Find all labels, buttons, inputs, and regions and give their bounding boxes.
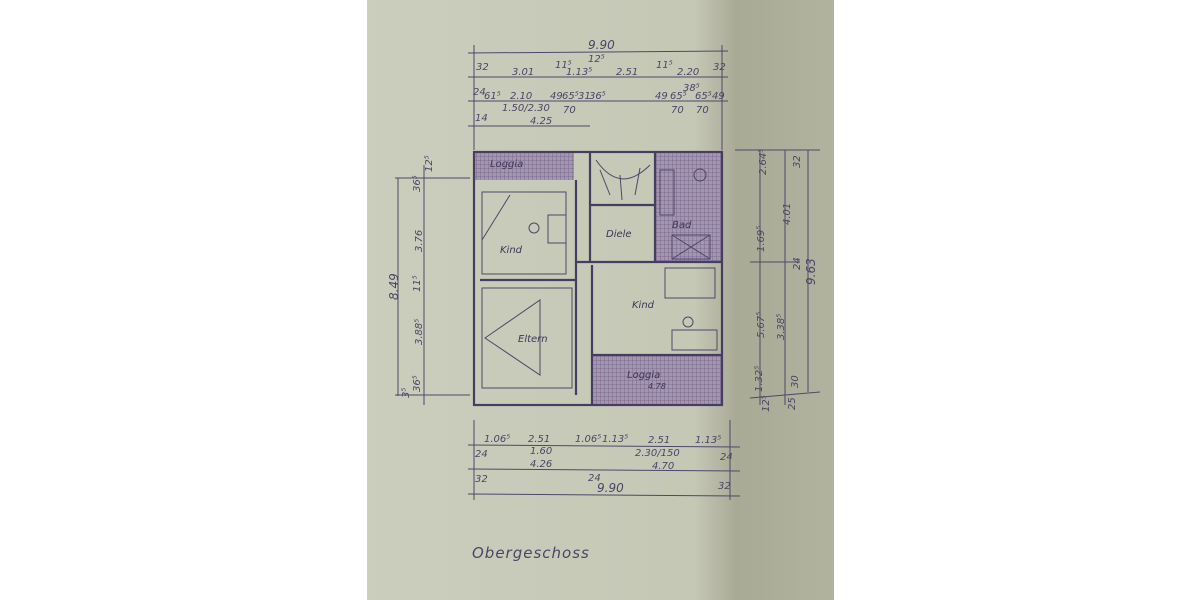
dimension-label: 32 xyxy=(713,62,726,73)
dimension-label: 3⁵ xyxy=(401,388,412,398)
dimension-label: 9.63 xyxy=(804,258,818,285)
dimension-label: 1.69⁵ xyxy=(756,226,767,252)
dimension-label: 36⁵ xyxy=(412,375,423,392)
dimension-label: 25 xyxy=(787,397,798,410)
dimension-label: 38⁵ xyxy=(683,83,700,94)
dimension-label: 32 xyxy=(475,474,488,485)
dimension-label: 4.25 xyxy=(530,116,552,127)
dimension-label: 11⁵ xyxy=(656,60,673,71)
dimension-label: 12⁵ xyxy=(761,395,772,412)
dimension-label: 49 xyxy=(550,91,563,102)
dimension-label: 12⁵ xyxy=(588,54,605,65)
dimension-label: 32 xyxy=(718,481,731,492)
dimension-label: 1.13⁵ xyxy=(695,435,721,446)
room-label-kind-right: Kind xyxy=(632,300,655,311)
right-dimensions: 2.64⁵ 32 4.01 1.69⁵ 24 9.63 5.67⁵ 3.38⁵ … xyxy=(754,149,818,412)
dimension-label: 2.51 xyxy=(648,435,670,446)
dimension-label: 65⁵ xyxy=(562,91,579,102)
dimension-label: 9.90 xyxy=(588,38,615,52)
left-dimensions: 8.49 12⁵ 36⁵ 3.76 11⁵ 3.88⁵ 36⁵ 3⁵ xyxy=(387,155,435,398)
room-label-diele: Diele xyxy=(606,229,632,240)
dimension-label: 31 xyxy=(578,91,591,102)
dimension-label: 3.88⁵ xyxy=(414,319,425,345)
dimension-label: 2.51 xyxy=(616,67,638,78)
room-label-bad: Bad xyxy=(672,220,692,231)
dimension-label: 2.30/150 xyxy=(635,448,680,459)
dimension-label: 8.49 xyxy=(387,273,401,300)
dimension-label: 3.38⁵ xyxy=(776,314,787,340)
dimension-label: 3.01 xyxy=(512,67,534,78)
dimension-label: 70 xyxy=(671,105,684,116)
dimension-label: 1.50/2.30 xyxy=(502,103,550,114)
paper-sheet xyxy=(367,0,834,600)
dimension-label: 1.13⁵ xyxy=(566,67,592,78)
dimension-label: 9.90 xyxy=(597,481,624,495)
bottom-dimensions: 1.06⁵ 2.51 1.06⁵ 1.13⁵ 2.51 1.13⁵ 1.60 2… xyxy=(475,434,733,495)
dimension-label: 2.10 xyxy=(510,91,532,102)
dimension-label: 61⁵ xyxy=(484,91,501,102)
dimension-label: 3.76 xyxy=(414,230,425,252)
dimension-label: 1.06⁵ xyxy=(575,434,601,445)
dimension-label: 14 xyxy=(475,113,488,124)
dimension-label: 24 xyxy=(473,87,486,98)
dimension-label: 11⁵ xyxy=(412,275,423,292)
room-label-loggia-top: Loggia xyxy=(490,159,523,170)
drawing-title: Obergeschoss xyxy=(472,544,590,562)
dimension-label: 49 xyxy=(655,91,668,102)
dimension-lines xyxy=(395,45,821,500)
room-label-loggia-bottom: Loggia xyxy=(627,370,660,381)
dimension-label: 65⁵ xyxy=(670,91,687,102)
dimension-label: 2.51 xyxy=(528,434,550,445)
dimension-label: 70 xyxy=(563,105,576,116)
dimension-label: 11⁵ xyxy=(555,60,572,71)
dimension-label: 65⁵ xyxy=(695,91,712,102)
dimension-label: 1.32⁵ xyxy=(754,366,765,392)
dimension-label: 30 xyxy=(790,375,801,388)
dimension-label: 49 xyxy=(712,91,725,102)
dimension-label: 2.64⁵ xyxy=(758,149,769,175)
dimension-label: 4.01 xyxy=(782,203,793,225)
dimension-label: 1.13⁵ xyxy=(602,434,628,445)
dimension-label: 70 xyxy=(696,105,709,116)
dimension-label: 2.20 xyxy=(677,67,699,78)
dimension-label: 1.06⁵ xyxy=(484,434,510,445)
dimension-label: 12⁵ xyxy=(424,155,435,172)
dimension-label: 5.67⁵ xyxy=(756,312,767,338)
dimension-label: 4.26 xyxy=(530,459,552,470)
dimension-label: 36⁵ xyxy=(412,175,423,192)
dimension-label: 36⁵ xyxy=(589,91,606,102)
dimension-label: 24 xyxy=(588,473,601,484)
room-label-kind-left: Kind xyxy=(500,245,523,256)
room-area-loggia-bottom: 4.78 xyxy=(648,382,666,391)
top-dimensions: 9.90 32 3.01 11⁵ 1.13⁵ 12⁵ 2.51 11⁵ 2.20… xyxy=(473,38,726,127)
dimension-label: 4.70 xyxy=(652,461,674,472)
dimension-label: 1.60 xyxy=(530,446,552,457)
plan-walls xyxy=(472,150,724,407)
dimension-label: 24 xyxy=(720,452,733,463)
dimension-label: 24 xyxy=(475,449,488,460)
dimension-label: 32 xyxy=(792,155,803,168)
dimension-label: 32 xyxy=(476,62,489,73)
room-label-eltern: Eltern xyxy=(518,334,548,345)
dimension-label: 24 xyxy=(792,257,803,270)
